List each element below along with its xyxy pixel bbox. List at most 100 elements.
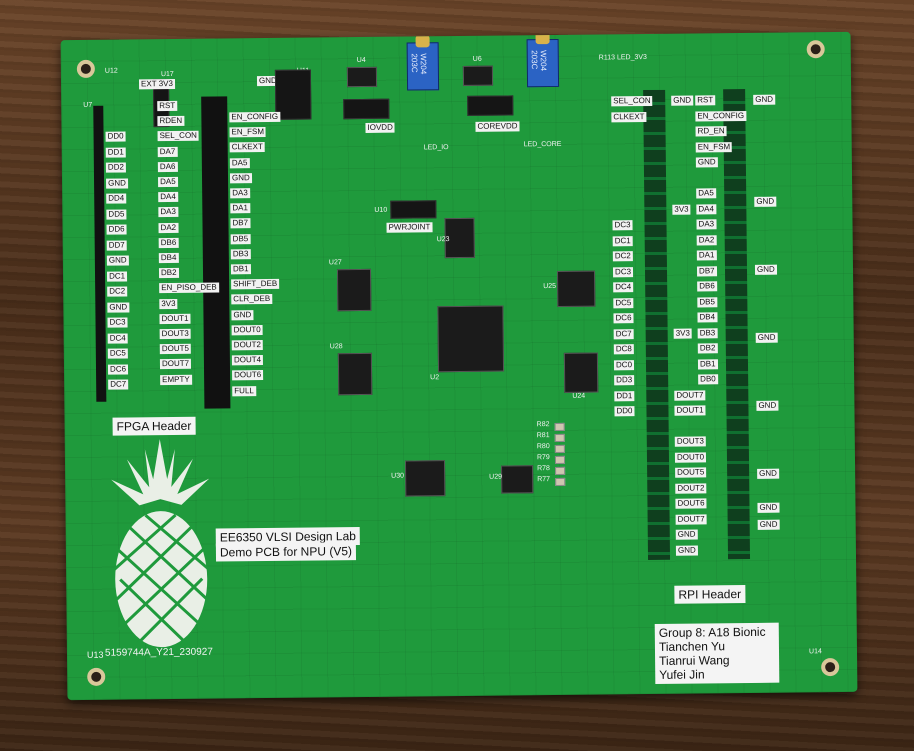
mounting-hole xyxy=(76,59,95,78)
pin-label: DC2 xyxy=(107,286,128,297)
pcb-board: U12 U7 U17 U11 EXT 3V3 GND DD0DD1DD2GNDD… xyxy=(60,31,858,701)
group-line: Tianchen Yu xyxy=(658,639,726,654)
pin-label: DB6 xyxy=(158,237,179,248)
pin-label: DB6 xyxy=(697,281,717,292)
ref-u30: U30 xyxy=(391,472,405,480)
ref-u7: U7 xyxy=(83,101,93,109)
pin-label: DOUT3 xyxy=(159,328,191,340)
pin-label: SEL_CON xyxy=(611,95,653,107)
pin-label: DC1 xyxy=(106,270,128,282)
chip-u24 xyxy=(563,352,599,393)
pin-label: DOUT7 xyxy=(675,513,707,525)
chip-u27 xyxy=(336,268,372,312)
pin-label: DC8 xyxy=(613,344,634,355)
ref-u13: U13 xyxy=(86,649,104,660)
pin-label: GND xyxy=(753,94,776,105)
pin-label: DB1 xyxy=(230,264,251,275)
pin-label: DC6 xyxy=(107,363,129,375)
gnd-jumper-block xyxy=(274,69,312,120)
corevdd-label: COREVDD xyxy=(475,121,520,132)
resistor-ref: R82 xyxy=(536,421,550,429)
resistor-ref: R79 xyxy=(536,454,550,462)
pin-label: RST xyxy=(157,100,178,112)
resistor xyxy=(555,477,566,486)
mounting-hole xyxy=(806,40,825,59)
pin-label: DD1 xyxy=(614,390,635,401)
resistor-ref: R77 xyxy=(537,476,551,484)
pin-label: DA6 xyxy=(157,161,178,172)
pin-label: DC1 xyxy=(612,235,633,246)
pwrjoint-jumper xyxy=(390,200,437,219)
pin-label: SEL_CON xyxy=(157,131,199,142)
resistor-ref: R81 xyxy=(536,432,550,440)
led-core-label: LED_CORE xyxy=(523,140,562,149)
pin-label: DC6 xyxy=(613,313,634,324)
group-line: Tianrui Wang xyxy=(659,653,730,668)
pin-label: DOUT3 xyxy=(674,436,706,447)
group-line: Yufei Jin xyxy=(659,667,705,682)
pin-label: DC7 xyxy=(108,379,129,390)
pin-label: GND xyxy=(695,157,718,168)
pin-label: DB4 xyxy=(697,312,718,323)
pin-label: DC4 xyxy=(613,282,634,293)
pin-label: DA3 xyxy=(696,219,717,230)
potentiometer-knob[interactable] xyxy=(415,35,430,48)
ref-u14: U14 xyxy=(808,648,822,656)
pin-label: GND xyxy=(757,502,780,513)
pin-label: DB2 xyxy=(697,343,718,354)
pin-label: DOUT0 xyxy=(231,324,263,336)
group-info-box: Group 8: A18 Bionic Tianchen Yu Tianrui … xyxy=(654,622,780,684)
iovdd-label: IOVDD xyxy=(365,122,395,133)
pin-label: DC4 xyxy=(107,332,128,344)
pin-label: DC3 xyxy=(107,317,128,328)
pin-label: GND xyxy=(754,196,777,207)
pin-label: DD2 xyxy=(105,162,126,173)
ref-u17: U17 xyxy=(160,70,174,79)
pin-label: GND xyxy=(107,301,130,313)
pin-label: DD3 xyxy=(614,375,635,386)
pin-label: DA2 xyxy=(696,234,717,246)
pin-label: RD_EN xyxy=(695,126,727,137)
resistor xyxy=(554,444,565,454)
pwrjoint-label: PWRJOINT xyxy=(386,222,433,233)
pin-label: RST xyxy=(695,95,716,106)
potentiometer-2[interactable]: W204 203C xyxy=(526,32,560,88)
pin-label: DA3 xyxy=(158,207,178,218)
resistor xyxy=(554,433,565,443)
resistor xyxy=(555,466,566,475)
pin-label: CLR_DEB xyxy=(231,294,273,305)
pin-label: DD0 xyxy=(105,131,126,142)
pin-label: DOUT4 xyxy=(231,355,264,366)
pin-label: DC3 xyxy=(612,266,634,277)
pin-label: DOUT5 xyxy=(159,343,191,355)
pin-label: GND xyxy=(231,309,254,320)
pin-label: DA5 xyxy=(229,157,250,168)
pin-label: GND xyxy=(757,519,780,530)
pin-label: DB1 xyxy=(697,358,718,369)
pin-label: GND xyxy=(756,400,779,411)
ref-u2: U2 xyxy=(430,374,440,382)
pin-label: GND xyxy=(754,264,777,275)
rpi-header-column xyxy=(643,89,671,561)
pin-label: EN_FSM xyxy=(229,127,267,138)
pin-label: DD4 xyxy=(106,193,127,204)
pin-label: SHIFT_DEB xyxy=(231,279,280,290)
potentiometer-1[interactable]: W204 203C xyxy=(406,35,440,91)
resistor-ref: R80 xyxy=(536,443,550,451)
pin-label: DA1 xyxy=(230,203,250,214)
pin-label: RDEN xyxy=(157,116,185,127)
led-io-label: LED_IO xyxy=(423,144,449,152)
pin-label: DC7 xyxy=(613,328,634,339)
pin-label: DD6 xyxy=(106,224,127,235)
pin-label: DOUT0 xyxy=(674,451,707,463)
pin-label: DOUT1 xyxy=(674,405,706,416)
pin-label: EN_CONFIG xyxy=(695,110,747,122)
led-3v3-label: R113 LED_3V3 xyxy=(598,54,647,62)
fpga-header-double-pins xyxy=(201,96,231,409)
chip-u25 xyxy=(557,270,596,307)
mounting-hole xyxy=(821,658,840,677)
pin-label: DD7 xyxy=(106,239,127,251)
pin-label: DA3 xyxy=(230,188,250,199)
title-line-2: Demo PCB for NPU (V5) xyxy=(215,542,357,562)
pin-label: GND xyxy=(106,255,129,266)
